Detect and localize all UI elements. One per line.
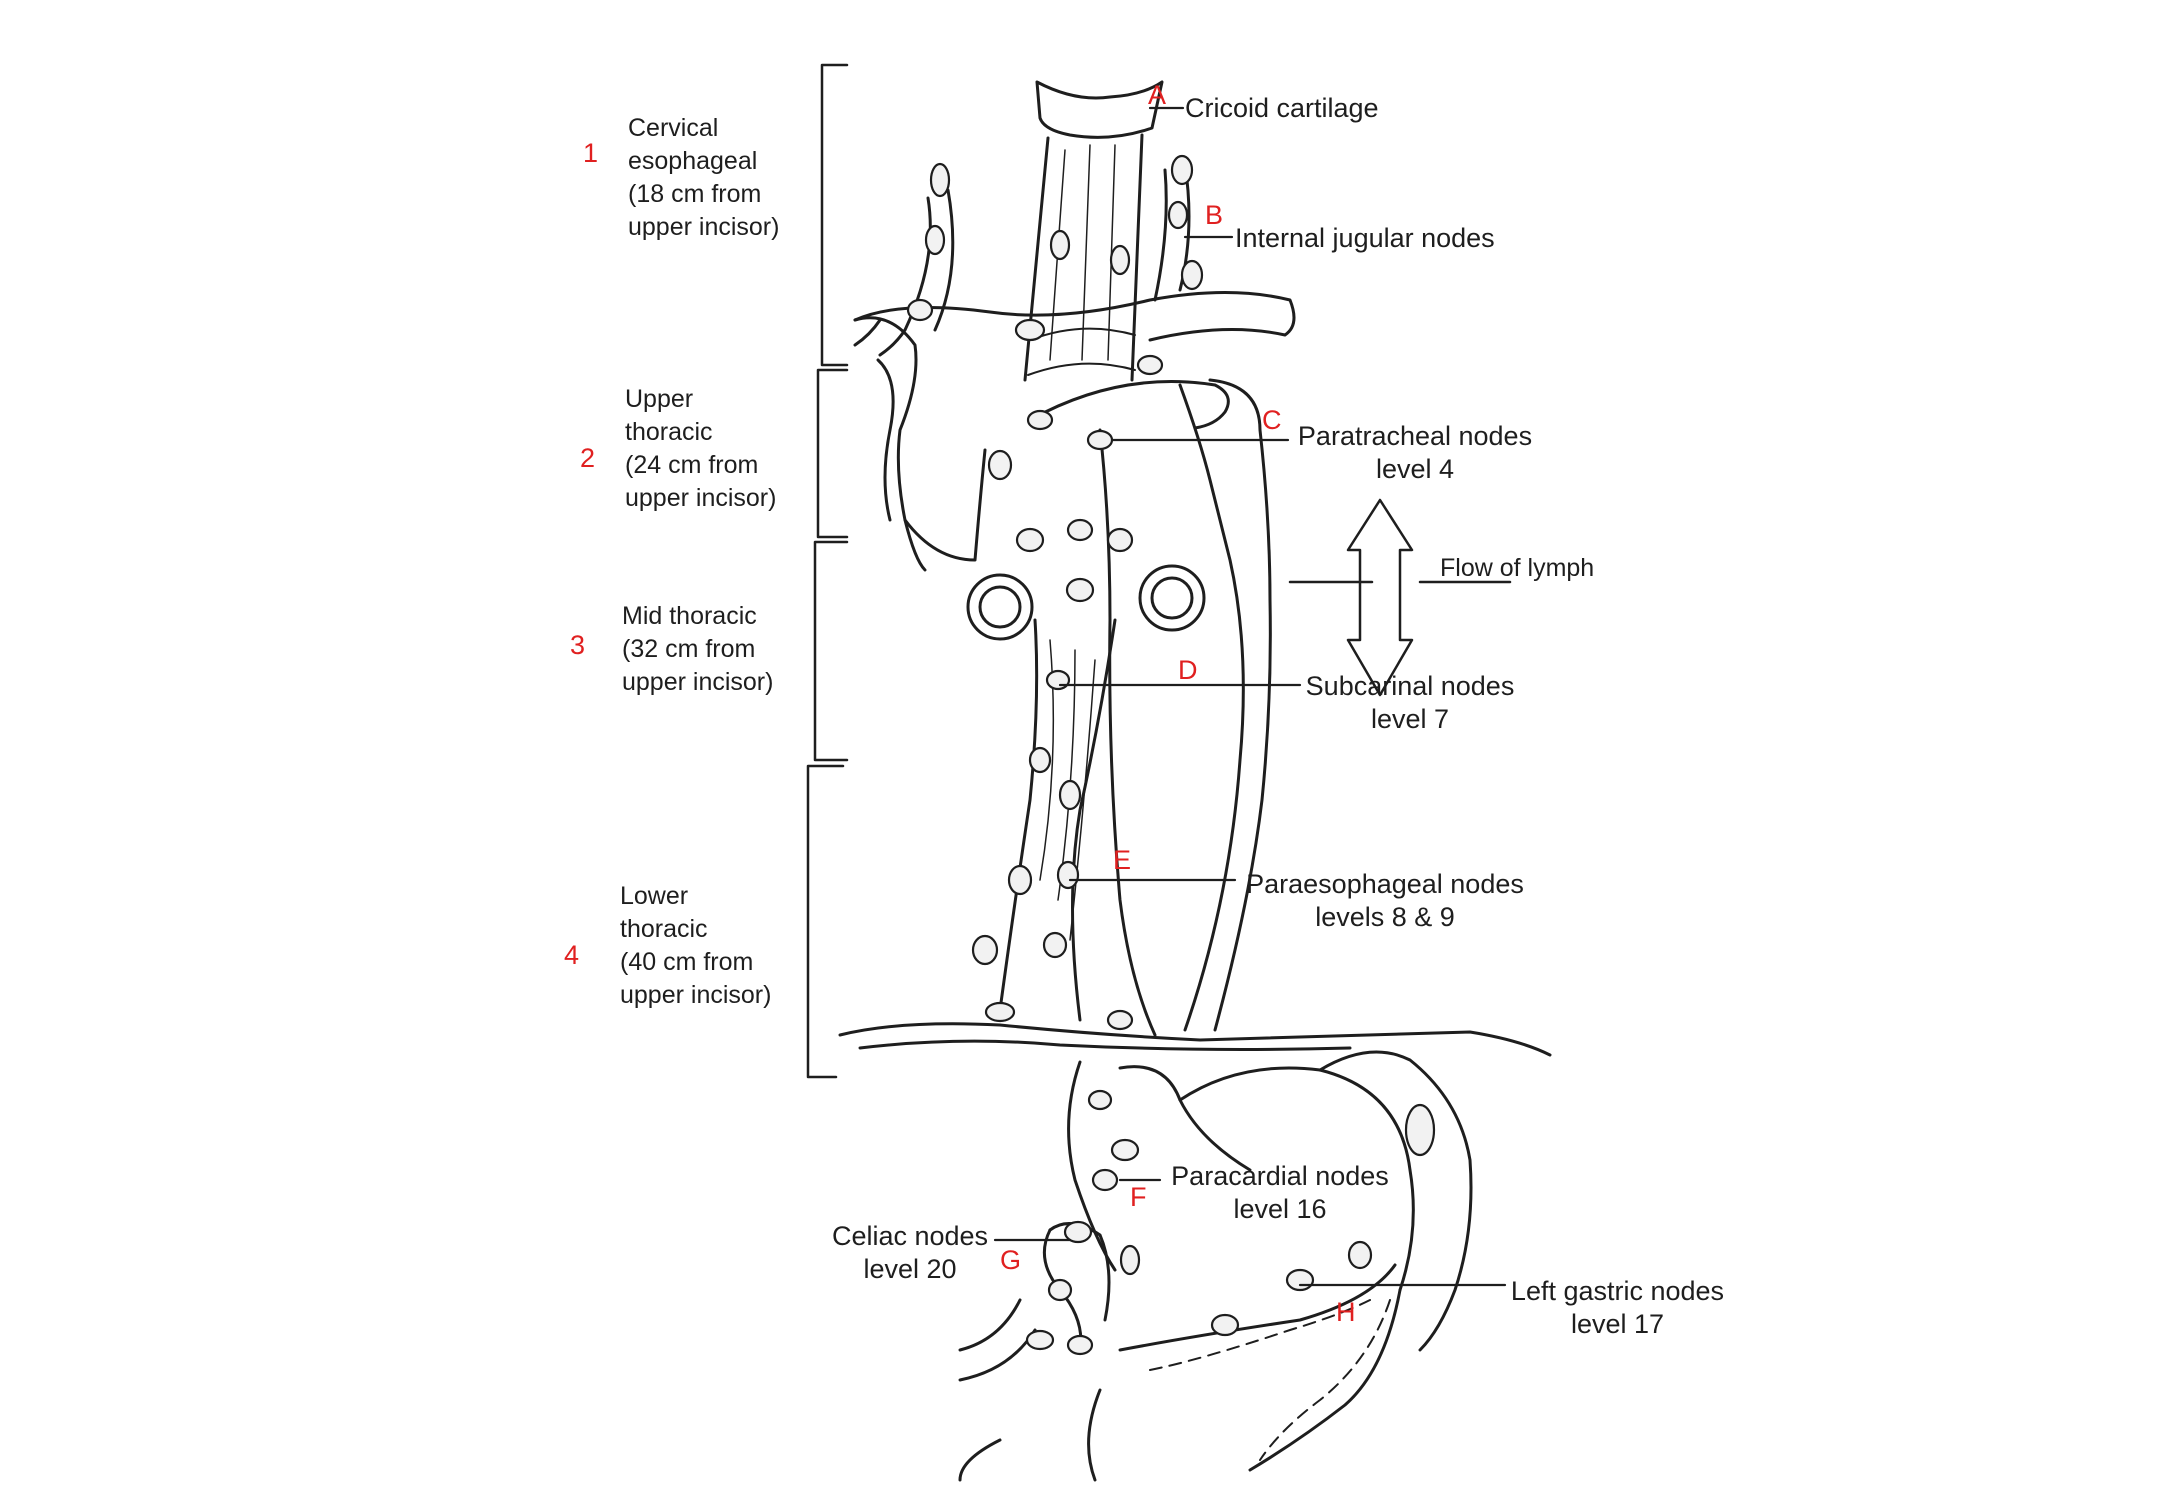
flow-arrow xyxy=(1288,498,1512,697)
label-paratracheal-nodes: Paratracheal nodes level 4 xyxy=(1297,421,1533,484)
segment-number-3: 3 xyxy=(570,630,586,660)
marker-d: D xyxy=(1178,655,1198,685)
segment-number-1: 1 xyxy=(583,138,599,168)
segment-number-2: 2 xyxy=(580,443,596,473)
left-veins xyxy=(853,188,987,572)
segment-brackets xyxy=(806,63,849,1079)
cricoid-cartilage xyxy=(1035,80,1164,139)
marker-c: C xyxy=(1262,405,1282,435)
diaphragm xyxy=(838,1022,1552,1057)
segment-label-upper-thoracic: Upper thoracic (24 cm from upper incisor… xyxy=(625,385,777,512)
marker-e: E xyxy=(1113,845,1132,875)
marker-f: F xyxy=(1130,1182,1147,1212)
segment-label-mid-thoracic: Mid thoracic (32 cm from upper incisor) xyxy=(622,602,774,696)
aortic-arch xyxy=(1028,378,1272,1037)
segment-number-4: 4 xyxy=(564,940,580,970)
marker-a: A xyxy=(1148,80,1167,110)
right-bronchus xyxy=(1138,564,1206,632)
label-paracardial-nodes: Paracardial nodes level 16 xyxy=(1171,1161,1389,1224)
bracket-mid-thoracic xyxy=(813,540,849,762)
label-celiac-nodes: Celiac nodes level 20 xyxy=(831,1221,989,1284)
bracket-cervical xyxy=(820,63,849,367)
left-bronchus xyxy=(966,573,1034,641)
leader-lines xyxy=(993,106,1507,1287)
segment-label-lower-thoracic: Lower thoracic (40 cm from upper incisor… xyxy=(620,882,772,1009)
label-internal-jugular-nodes: Internal jugular nodes xyxy=(1235,223,1495,253)
bracket-upper-thoracic xyxy=(816,368,849,539)
stomach xyxy=(958,1050,1473,1482)
label-subcarinal-nodes: Subcarinal nodes level 7 xyxy=(1305,671,1515,734)
label-paraesophageal-nodes: Paraesophageal nodes levels 8 & 9 xyxy=(1246,869,1524,932)
lymph-nodes xyxy=(906,154,1436,1356)
marker-h: H xyxy=(1336,1297,1356,1327)
bronchi xyxy=(966,564,1206,641)
bracket-lower-thoracic xyxy=(806,764,845,1079)
marker-b: B xyxy=(1205,200,1224,230)
label-cricoid-cartilage: Cricoid cartilage xyxy=(1185,93,1379,123)
label-flow-of-lymph: Flow of lymph xyxy=(1440,554,1595,582)
subclavian-vessel xyxy=(853,291,1296,347)
segment-label-cervical: Cervical esophageal (18 cm from upper in… xyxy=(628,114,780,241)
marker-g: G xyxy=(1000,1245,1022,1275)
label-left-gastric-nodes: Left gastric nodes level 17 xyxy=(1510,1276,1725,1339)
esophagus-lower xyxy=(998,618,1117,1022)
